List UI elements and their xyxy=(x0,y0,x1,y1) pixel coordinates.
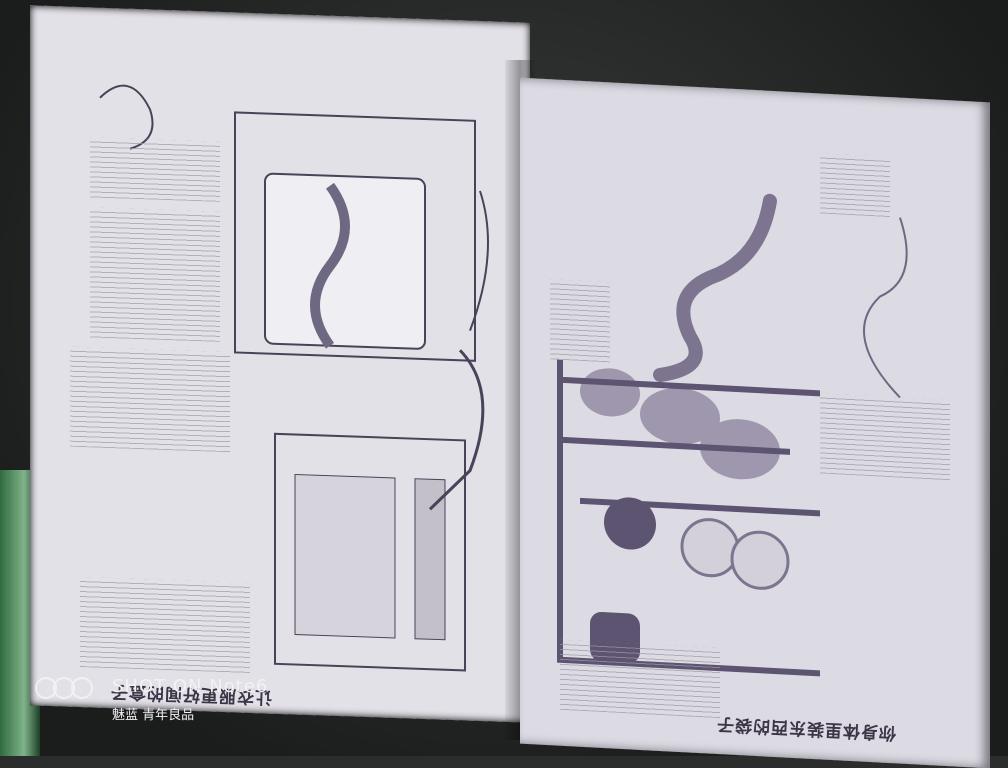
watermark-sub-text: 魅蓝 青年良品 xyxy=(112,708,195,723)
watermark-shot-text: SHOT ON Note6 xyxy=(112,676,269,697)
digestive-system-diagram xyxy=(557,193,908,677)
camera-logo-icon xyxy=(35,677,93,699)
right-page xyxy=(520,77,990,768)
washing-machine-diagram xyxy=(99,84,489,672)
left-page xyxy=(30,5,530,723)
